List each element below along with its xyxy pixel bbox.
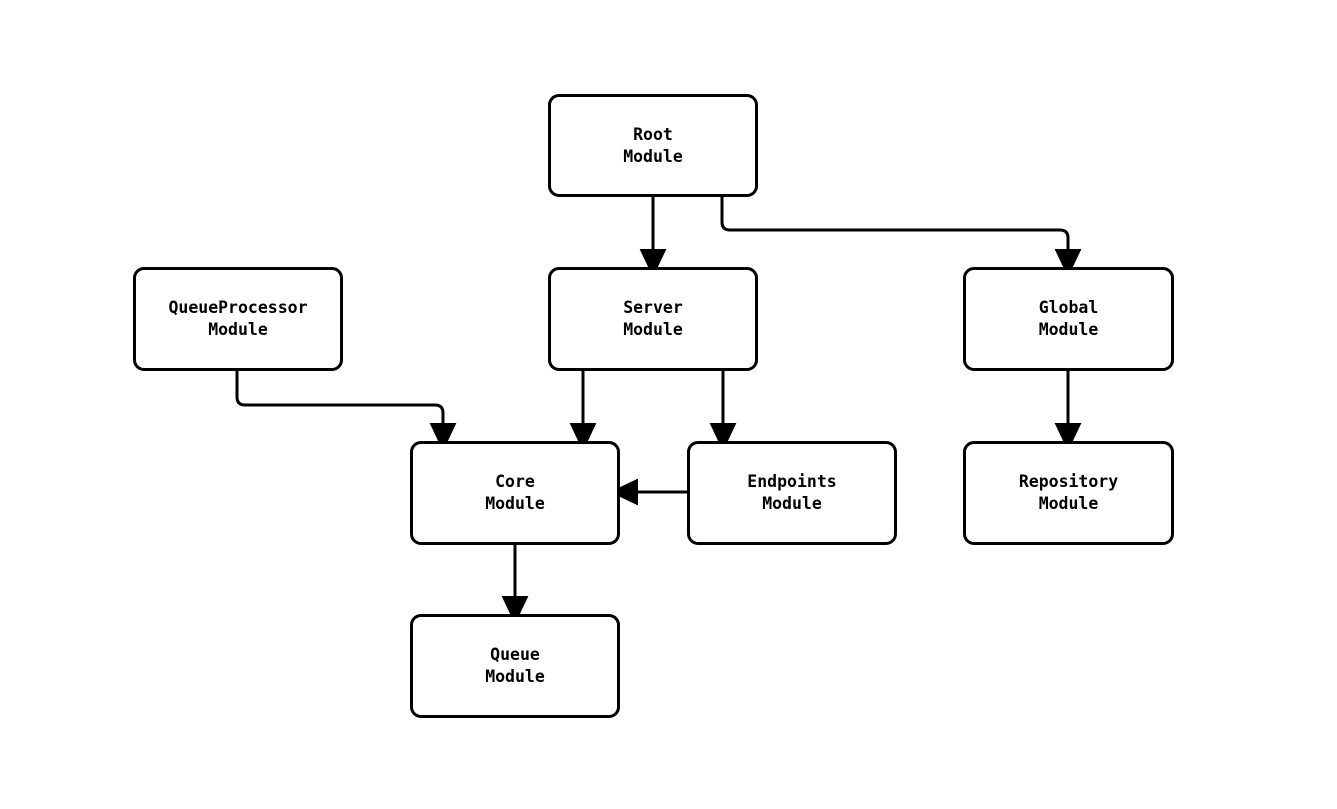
- node-global[interactable]: Global Module: [963, 267, 1174, 371]
- node-server-label: Server Module: [623, 298, 683, 339]
- node-repository[interactable]: Repository Module: [963, 441, 1174, 545]
- edge-root-global: [720, 197, 1082, 278]
- node-root-label: Root Module: [623, 124, 683, 166]
- node-queueprocessor[interactable]: QueueProcessor Module: [133, 267, 343, 371]
- node-endpoints[interactable]: Endpoints Module: [687, 441, 897, 545]
- node-repository-label: Repository Module: [1018, 472, 1119, 513]
- node-server[interactable]: Server Module: [548, 267, 758, 371]
- node-core[interactable]: Core Module: [410, 441, 620, 545]
- edge-queueprocessor-core: [235, 371, 457, 452]
- node-queue-label: Queue Module: [485, 645, 545, 686]
- node-root[interactable]: Root Module: [548, 94, 758, 197]
- node-global-label: Global Module: [1038, 298, 1099, 339]
- node-queue[interactable]: Queue Module: [410, 614, 620, 718]
- node-core-label: Core Module: [485, 472, 545, 513]
- node-endpoints-label: Endpoints Module: [747, 472, 837, 513]
- node-queueprocessor-label: QueueProcessor Module: [168, 298, 308, 339]
